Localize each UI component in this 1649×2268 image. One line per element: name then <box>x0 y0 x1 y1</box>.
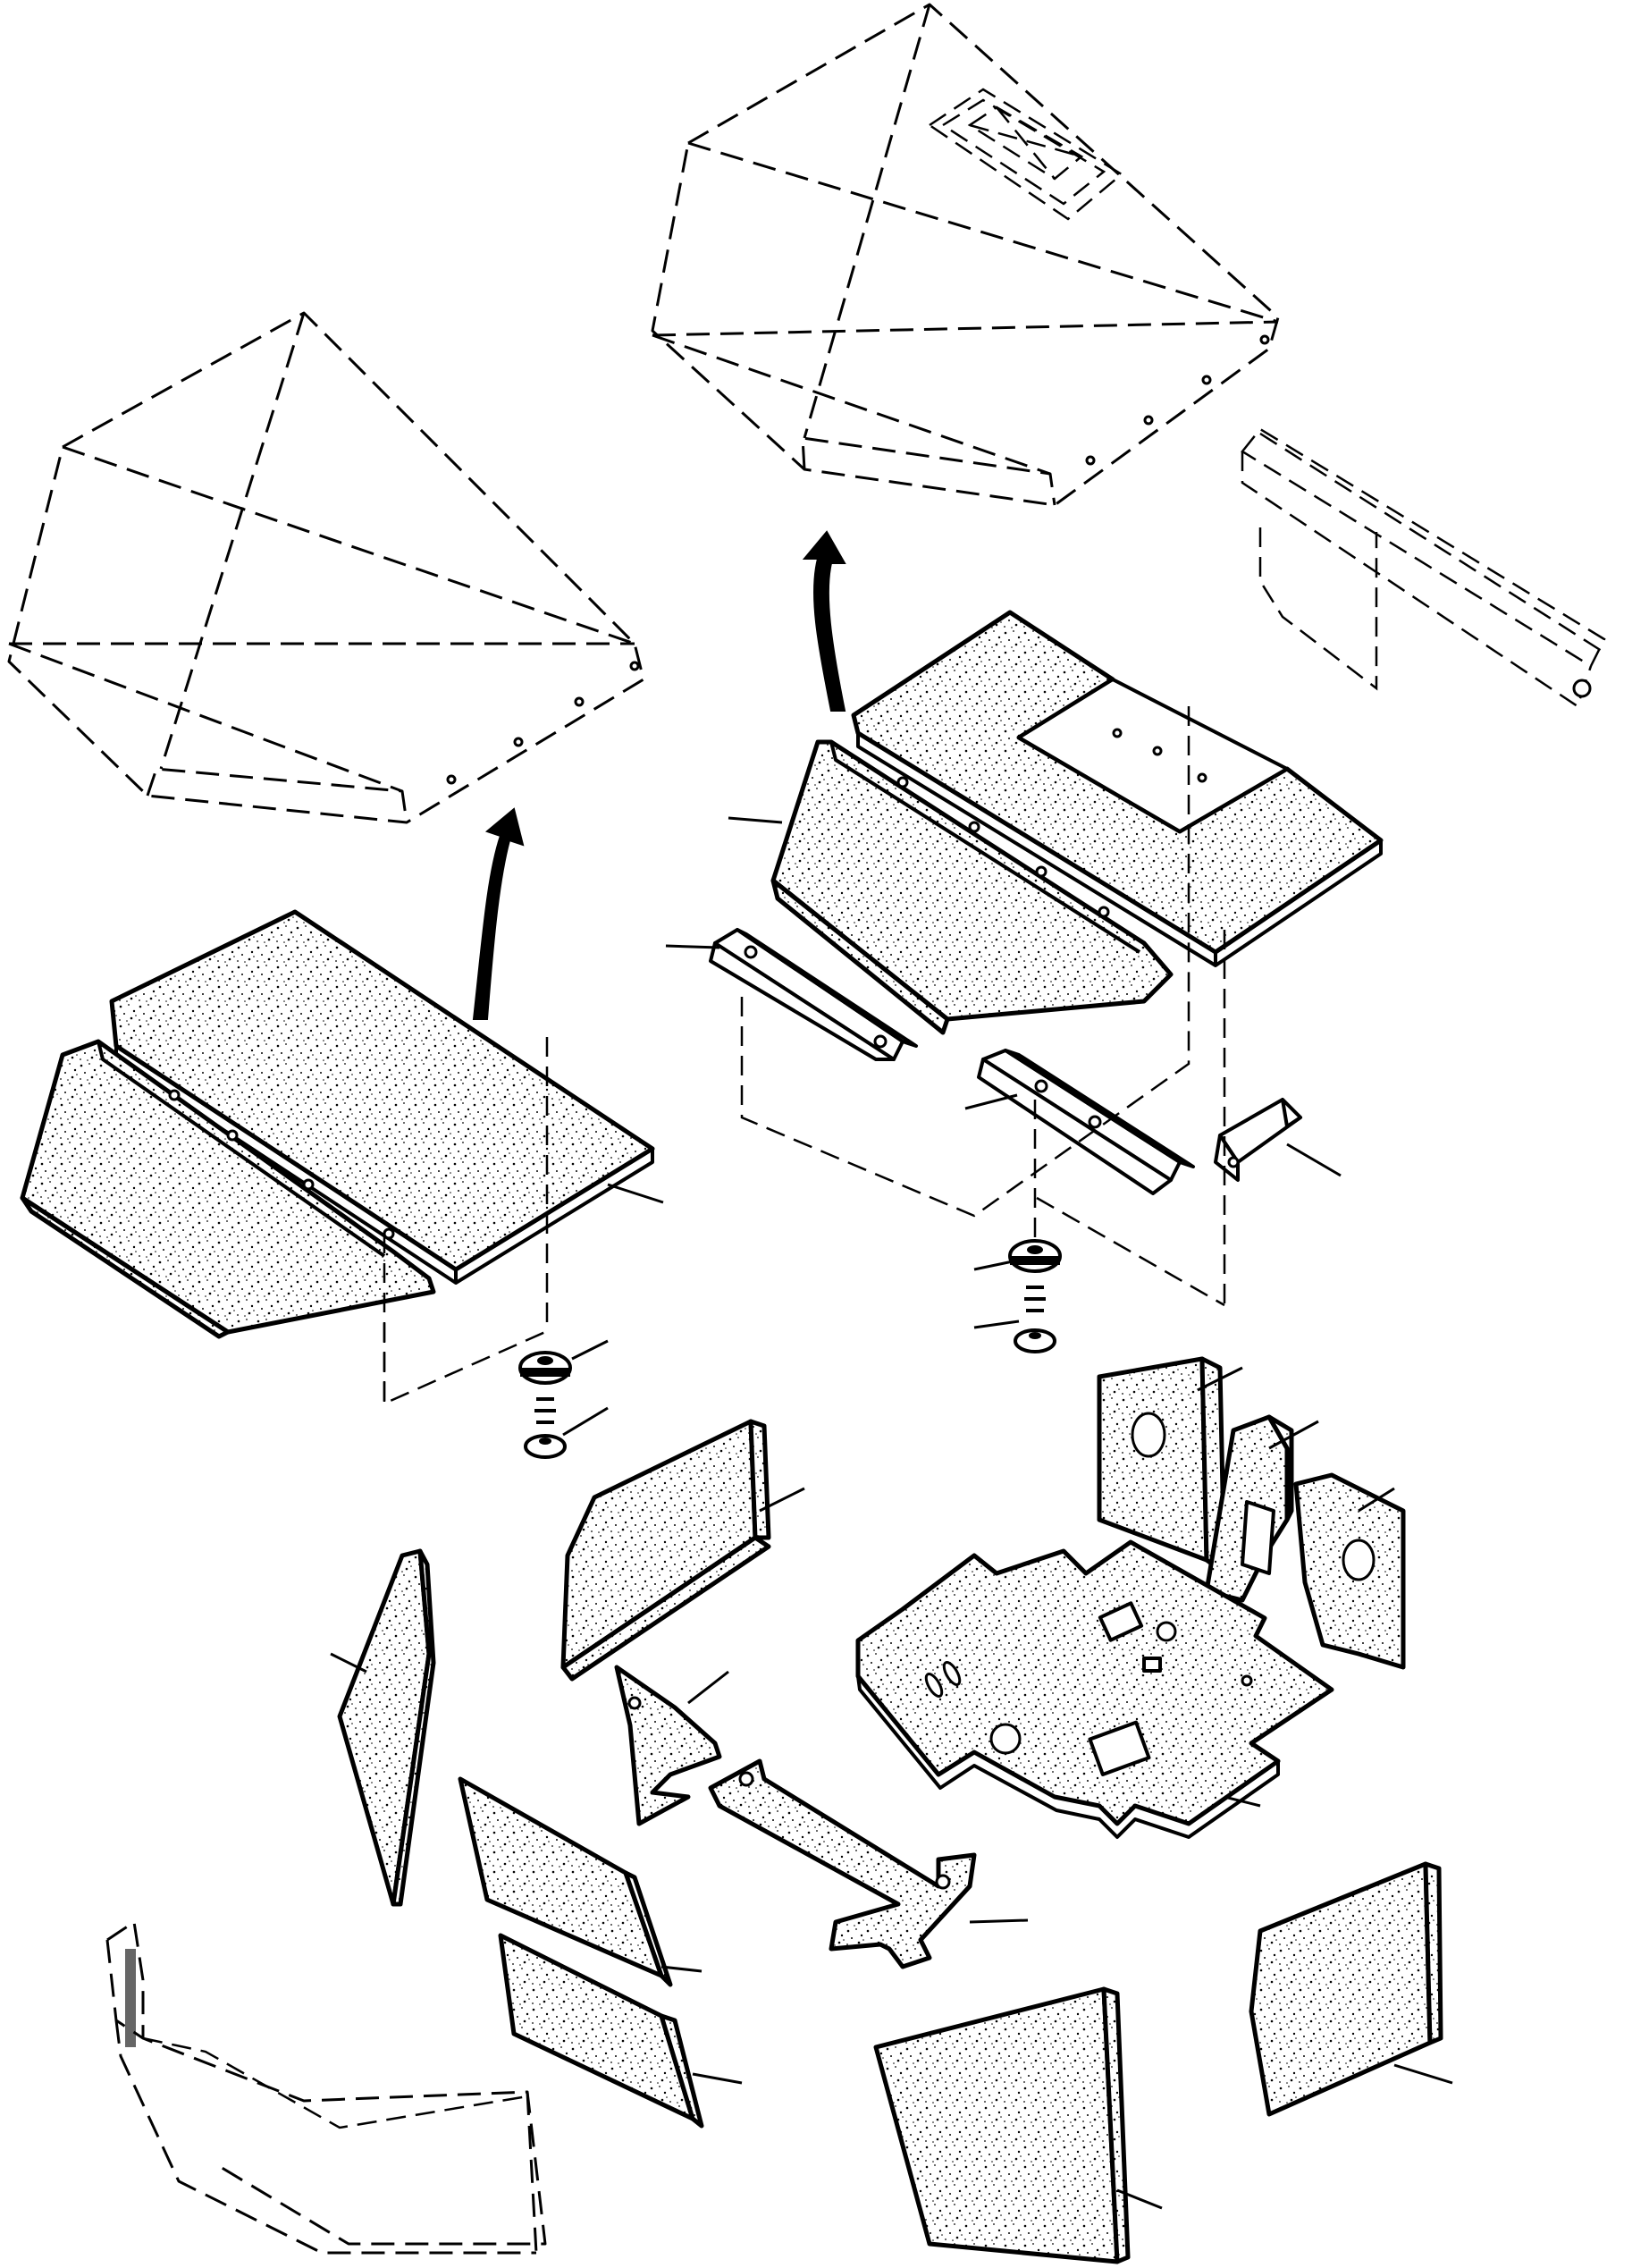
left-hood-phantom-outline <box>7 311 645 824</box>
triangular-side-panel <box>337 1548 436 1907</box>
strap-insulation-panel <box>708 1758 977 1969</box>
right-mount-bracket-b <box>977 1049 1195 1195</box>
tall-rear-panel <box>560 1419 771 1682</box>
right-small-bracket <box>1214 1098 1302 1182</box>
front-lower-panel <box>498 1933 704 2129</box>
narrow-channel-panel <box>1204 1414 1294 1603</box>
loose-panel-callout-leaders <box>330 1366 1453 2210</box>
right-hood-phantom-outline <box>651 3 1280 507</box>
right-mount-lines <box>740 527 1378 1307</box>
left-hood-mount-lines <box>383 1037 549 1405</box>
right-rail-phantom <box>1241 427 1606 708</box>
left-washer <box>518 1351 572 1385</box>
right-top-insulation-panel <box>851 610 1384 967</box>
right-mount-bracket-a <box>709 928 918 1061</box>
front-upper-panel <box>458 1776 673 1987</box>
right-side-insulation-panel <box>770 739 1174 1035</box>
front-center-panel <box>873 1986 1131 2264</box>
small-gusset-panel <box>614 1665 722 1826</box>
front-cowl-phantom <box>105 1920 547 2255</box>
upright-hole-panel-right <box>1293 1472 1406 1670</box>
floor-insulation-panel <box>855 1539 1334 1839</box>
right-screw <box>1014 1286 1056 1353</box>
left-removal-arrow <box>472 807 525 1020</box>
left-screw <box>524 1397 567 1459</box>
front-right-panel <box>1249 1861 1443 2117</box>
right-callout-leaders <box>665 816 1342 1329</box>
left-callout-leaders <box>562 1183 664 1437</box>
right-washer <box>1008 1239 1062 1273</box>
upright-hole-panel-left <box>1097 1356 1227 1576</box>
right-removal-arrow <box>802 530 846 712</box>
